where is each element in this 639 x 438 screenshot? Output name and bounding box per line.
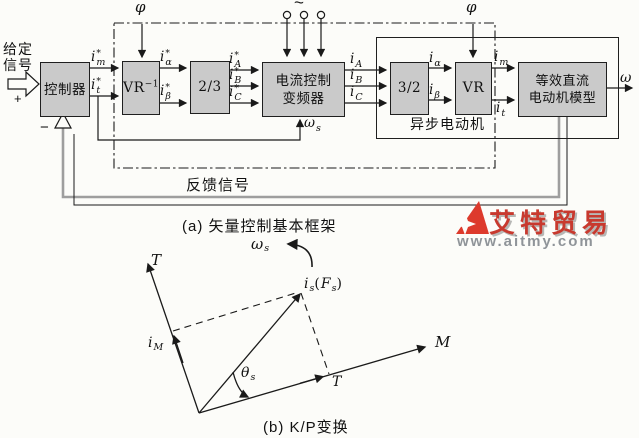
block-vr: VR <box>455 62 492 115</box>
signal-label-ist-ref: i*t <box>91 77 101 96</box>
box-async-motor <box>376 37 619 139</box>
signal-label-iA-ref: i*A <box>229 51 242 70</box>
label-given-signal: 给定 信号 <box>3 41 33 74</box>
label-feedback-signal: 反馈信号 <box>186 177 251 194</box>
block-2-3-transform: 2/3 <box>190 61 230 114</box>
im-component-arrow <box>172 334 184 364</box>
ac-terminal <box>299 10 309 20</box>
watermark-url: www.aitmy.com <box>457 233 595 250</box>
aitmy-logo-icon <box>454 201 489 235</box>
block-current-inverter: 电流控制 变频器 <box>262 62 345 117</box>
block-vr-inverse: VR−1 <box>122 61 160 115</box>
block-controller: 控制器 <box>40 62 90 117</box>
plus-sign: + <box>14 91 22 106</box>
label-t-axis: T <box>151 251 162 269</box>
projection-dashed-t <box>172 291 300 332</box>
label-t-component: T <box>332 374 342 390</box>
label-async-motor: 异步电动机 <box>410 116 485 132</box>
caption-b: (b) K/P变换 <box>263 419 349 436</box>
label-omega-output: ω <box>620 70 632 86</box>
t-component-arrow <box>299 374 325 384</box>
block-dc-motor-model: 等效直流 电动机模型 <box>518 62 607 117</box>
omega-s-rotation-arrow <box>286 238 313 268</box>
caption-a: (a) 矢量控制基本框架 <box>182 218 337 235</box>
label-m-axis: M <box>435 333 451 351</box>
is-vector <box>198 292 301 414</box>
signal-label-iC-ref: i*C <box>229 84 242 103</box>
ac-terminal <box>316 10 326 20</box>
signal-label-ialpha-ref: i*α <box>160 49 172 68</box>
projection-dashed-m <box>300 292 330 375</box>
signal-label-ibeta-ref: i*β <box>160 83 171 102</box>
feedback-line-thin <box>73 116 568 206</box>
label-phi-left: φ <box>135 0 146 16</box>
feedback-line-grey <box>61 116 561 199</box>
watermark-brand: 艾特贸易 <box>489 208 614 238</box>
block-3-2-transform: 3/2 <box>390 62 429 115</box>
minus-sign: − <box>40 119 49 136</box>
phi-dashdot-loop <box>113 22 496 169</box>
feedback-arrowhead <box>54 111 72 129</box>
signal-label-ism-ref: i*m <box>91 49 106 68</box>
signal-label-iB-ref: i*B <box>229 67 242 86</box>
ac-source-tilde: ~ <box>294 0 304 12</box>
omega-s-branch-line <box>97 96 305 141</box>
theta-s-arc <box>232 371 250 398</box>
ac-terminal <box>282 10 292 20</box>
label-phi-right: φ <box>466 0 477 16</box>
given-signal-arrow <box>7 70 40 98</box>
